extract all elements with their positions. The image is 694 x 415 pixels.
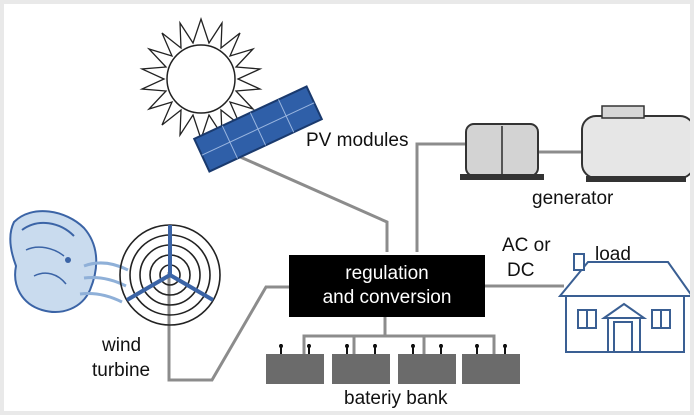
generator-label: generator: [532, 188, 614, 209]
turbine-label: turbine: [92, 360, 151, 381]
load-label: load: [595, 244, 631, 265]
battery-icon: [266, 344, 324, 384]
solar-panel-icon: [192, 85, 324, 173]
conversion-label: and conversion: [322, 287, 452, 308]
battery-icon: [398, 344, 456, 384]
battery-bus: [302, 317, 387, 354]
diagram-canvas: regulation and conversion PV modules gen…: [4, 4, 690, 411]
wind-turbine-icon: [119, 224, 221, 326]
dc-label: DC: [507, 260, 535, 281]
generator-connector: [415, 142, 466, 252]
connection-lines: [167, 142, 582, 382]
battery-icon: [332, 344, 390, 384]
pv-modules-label: PV modules: [306, 130, 409, 151]
fuel-tank-icon: [581, 105, 690, 182]
wind-face-icon: [9, 210, 129, 313]
battery-icon: [462, 344, 520, 384]
pv-connector: [228, 150, 389, 252]
battery-bank-label: bateriy bank: [344, 388, 448, 409]
battery-bus-right: [385, 334, 496, 354]
wind-connector: [167, 272, 289, 382]
ac-or-label: AC or: [502, 235, 551, 256]
battery-bank: [266, 344, 520, 384]
regulation-label: regulation: [345, 263, 429, 284]
house-icon: [557, 253, 690, 353]
regulation-conversion-box: regulation and conversion: [289, 255, 485, 317]
wind-label: wind: [102, 335, 142, 356]
diagram-graphics: [9, 16, 690, 384]
generator-icon: [460, 123, 544, 180]
